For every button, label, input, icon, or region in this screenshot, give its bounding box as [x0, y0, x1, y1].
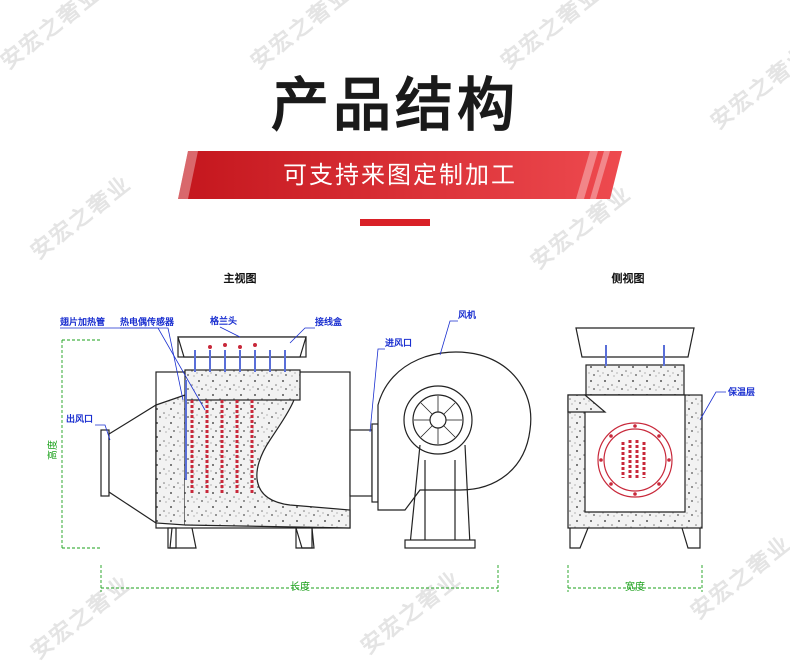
page-title: 产品结构 — [270, 71, 519, 139]
label-fin-heater: 翅片加热管 — [59, 316, 105, 328]
label-fan: 风机 — [458, 309, 476, 321]
label-insulation: 保温层 — [727, 386, 755, 398]
label-outlet: 出风口 — [66, 413, 93, 425]
front-view-title: 主视图 — [224, 271, 257, 285]
label-thermocouple: 热电偶传感器 — [120, 316, 175, 328]
subtitle: 可支持来图定制加工 — [283, 161, 517, 189]
accent-bar — [360, 219, 430, 226]
label-height: 高度 — [46, 440, 59, 460]
heater-rods-front — [190, 400, 254, 495]
label-width: 宽度 — [625, 580, 645, 593]
subtitle-banner — [178, 151, 622, 199]
side-view-title: 侧视图 — [612, 271, 645, 285]
label-length: 长度 — [290, 580, 310, 593]
label-inlet: 进风口 — [385, 337, 412, 349]
structure-diagram: 主视图 — [46, 271, 755, 593]
label-flange: 格兰头 — [210, 315, 237, 327]
front-view — [100, 336, 532, 549]
label-junction-box: 接线盒 — [315, 316, 343, 328]
